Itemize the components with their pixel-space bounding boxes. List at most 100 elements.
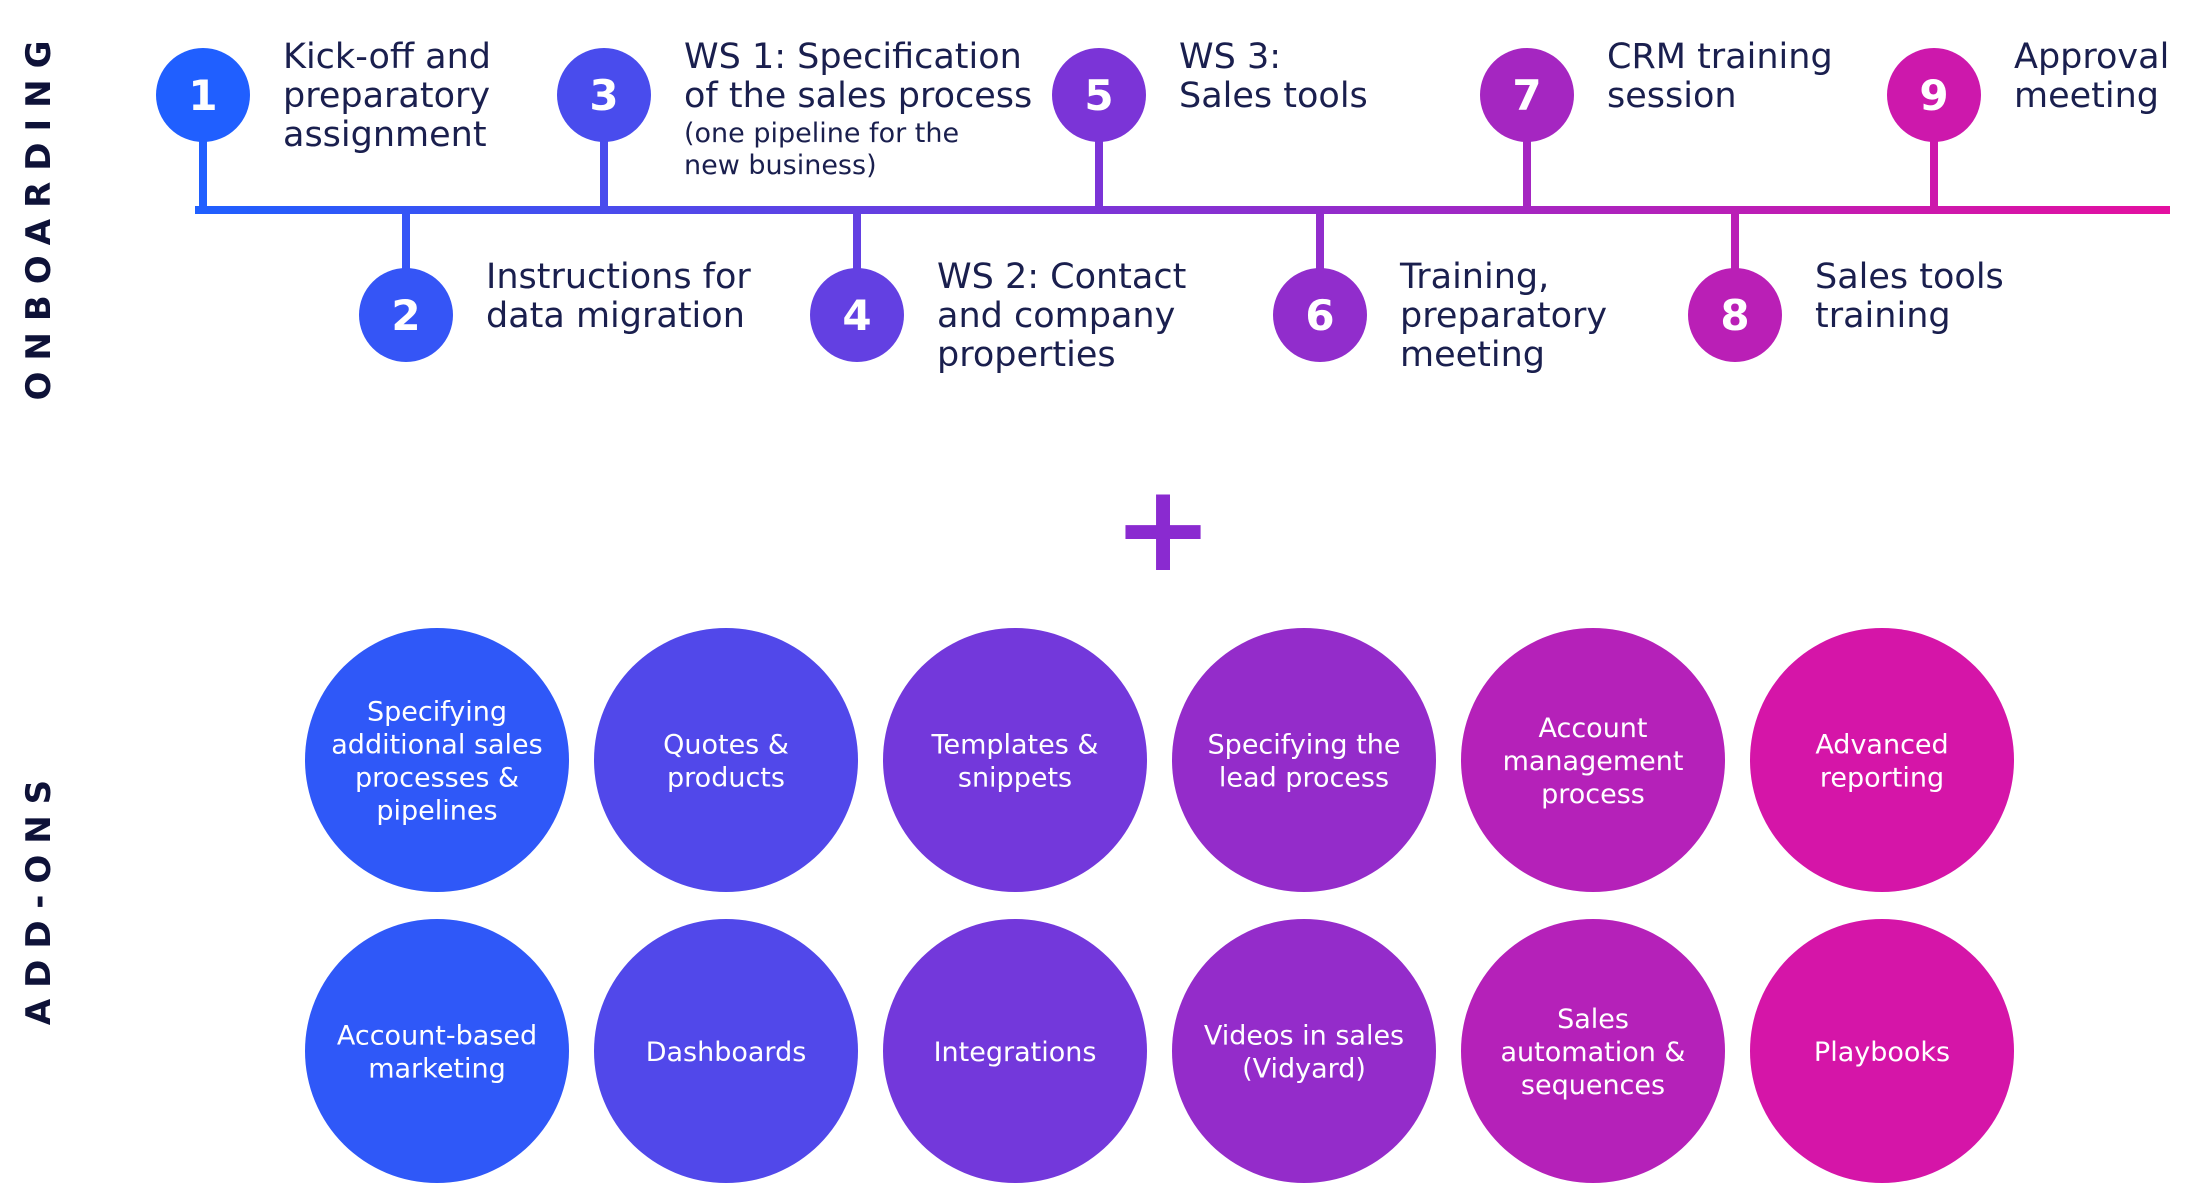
step-number-badge: [1887, 48, 1981, 142]
addon-circle: [305, 919, 569, 1183]
step-sublabel-line: (one pipeline for the: [684, 118, 959, 149]
step-number: 4: [842, 291, 871, 340]
addon-circle: [883, 628, 1147, 892]
step-connector: [1930, 95, 1938, 210]
step-label-line: of the sales process: [684, 76, 1032, 116]
addon-label-line: marketing: [368, 1054, 506, 1085]
addon-circle: [883, 919, 1147, 1183]
step-connector: [853, 210, 861, 315]
addon-circle: [594, 628, 858, 892]
step-label-line: training: [1815, 296, 1951, 336]
step-connector: [199, 95, 207, 210]
plus-sign: +: [1113, 460, 1214, 599]
addon-item-3: Templates &snippets: [883, 628, 1147, 892]
step-label-line: CRM training: [1607, 37, 1833, 77]
step-connector: [1095, 95, 1103, 210]
timeline-line: [195, 206, 2170, 214]
step-number: 6: [1305, 291, 1334, 340]
addon-label-line: processes &: [355, 763, 519, 794]
addon-label-line: Account-based: [337, 1021, 537, 1052]
addon-label-line: pipelines: [376, 796, 497, 827]
step-label-line: and company: [937, 296, 1175, 336]
step-connector: [1731, 210, 1739, 315]
addon-item-12: Playbooks: [1750, 919, 2014, 1183]
addon-label-line: Specifying the: [1208, 730, 1401, 761]
addon-label-line: Advanced: [1815, 730, 1948, 761]
step-number: 7: [1512, 71, 1541, 120]
step-label-line: meeting: [2014, 76, 2159, 116]
step-label-line: data migration: [486, 296, 745, 336]
step-number-badge: [1052, 48, 1146, 142]
addon-label-line: snippets: [958, 763, 1072, 794]
step-number: 8: [1720, 291, 1749, 340]
addon-label-line: Sales: [1557, 1004, 1629, 1035]
step-number-badge: [557, 48, 651, 142]
step-number-badge: [1480, 48, 1574, 142]
step-label-line: meeting: [1400, 335, 1545, 375]
timeline-step-5: 5 WS 3:Sales tools: [1052, 37, 1368, 210]
step-label-line: session: [1607, 76, 1737, 116]
addon-circle: [305, 628, 569, 892]
addon-circle: [594, 919, 858, 1183]
step-label-line: Sales tools: [1815, 257, 2004, 297]
step-label-line: Training,: [1399, 257, 1549, 297]
step-label-line: WS 3:: [1179, 37, 1281, 77]
step-label-line: Approval: [2014, 37, 2169, 77]
addon-circle: [1172, 919, 1436, 1183]
addon-circle: [1461, 628, 1725, 892]
step-number: 3: [589, 71, 618, 120]
step-number-badge: [1688, 268, 1782, 362]
addon-label-line: Specifying: [367, 697, 507, 728]
addon-item-10: Videos in sales(Vidyard): [1172, 919, 1436, 1183]
step-number-badge: [1273, 268, 1367, 362]
step-number: 2: [391, 291, 420, 340]
step-connector: [600, 95, 608, 210]
addon-item-9: Integrations: [883, 919, 1147, 1183]
addon-label-line: additional sales: [331, 730, 542, 761]
addon-item-8: Dashboards: [594, 919, 858, 1183]
step-connector: [1523, 95, 1531, 210]
step-number: 9: [1919, 71, 1948, 120]
addon-label-line: Playbooks: [1814, 1037, 1950, 1068]
addon-label-line: products: [667, 763, 785, 794]
step-label-line: WS 1: Specification: [684, 37, 1022, 77]
addon-label-line: lead process: [1219, 763, 1389, 794]
step-label-line: Sales tools: [1179, 76, 1368, 116]
step-label-line: properties: [937, 335, 1116, 375]
step-number-badge: [359, 268, 453, 362]
step-connector: [1316, 210, 1324, 315]
step-number: 1: [188, 71, 217, 120]
addon-item-2: Quotes &products: [594, 628, 858, 892]
step-label-line: Kick-off and: [283, 37, 491, 77]
addon-circle: [1172, 628, 1436, 892]
addon-label-line: Videos in sales: [1204, 1021, 1404, 1052]
onboarding-side-label: ONBOARDING: [19, 30, 59, 401]
step-connector: [402, 210, 410, 315]
addon-label-line: (Vidyard): [1242, 1054, 1366, 1085]
step-number-badge: [810, 268, 904, 362]
addon-circle: [1750, 628, 2014, 892]
step-label-line: WS 2: Contact: [937, 257, 1186, 297]
addon-label-line: automation &: [1501, 1037, 1686, 1068]
addon-label-line: management: [1503, 746, 1684, 777]
step-number: 5: [1084, 71, 1113, 120]
addon-label-line: Account: [1538, 713, 1647, 744]
addon-label-line: Dashboards: [646, 1037, 807, 1068]
step-label-line: preparatory: [283, 76, 490, 116]
addon-label-line: reporting: [1820, 763, 1944, 794]
addon-circle: [1461, 919, 1725, 1183]
addon-label-line: Quotes &: [663, 730, 789, 761]
